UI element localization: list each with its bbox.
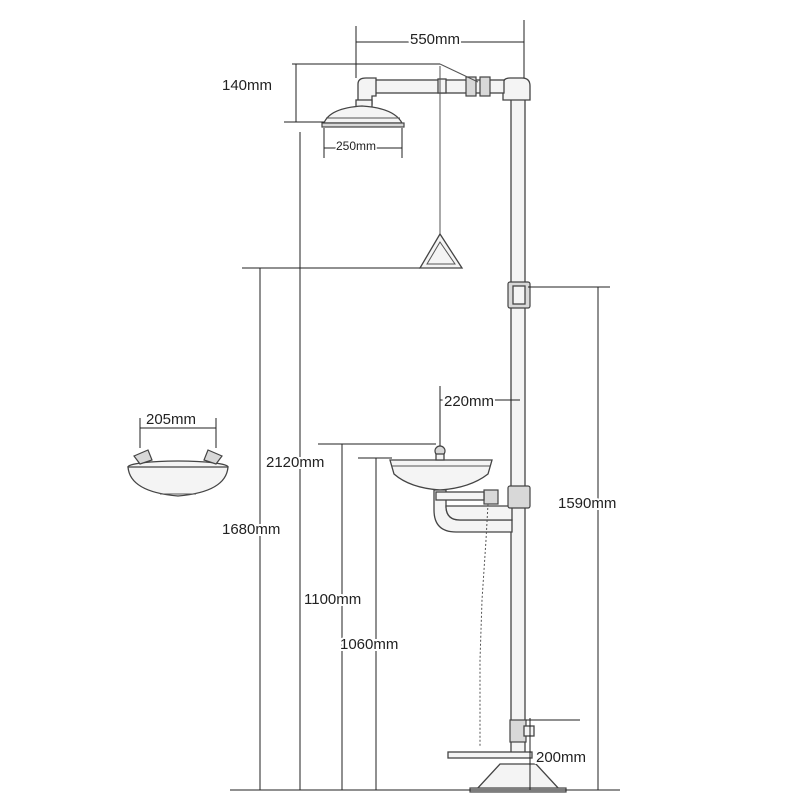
shower-drop	[355, 77, 377, 109]
bowl-top-view	[127, 449, 229, 497]
label-1590mm: 1590mm	[558, 495, 616, 512]
shower-arm	[369, 63, 505, 97]
label-200mm: 200mm	[536, 749, 586, 766]
base-plate	[469, 763, 567, 793]
label-140mm: 140mm	[222, 77, 272, 94]
pedal-chain	[479, 503, 489, 746]
label-2120mm: 2120mm	[266, 454, 324, 471]
shower-head	[321, 105, 405, 128]
label-250mm: 250mm	[336, 139, 376, 153]
dimension-labels: 550mm 140mm 250mm 220mm 205mm 2120mm 168…	[146, 29, 618, 768]
shower-valve	[507, 281, 531, 309]
lower-valve	[509, 719, 535, 743]
shower-station	[127, 63, 567, 793]
label-1100mm: 1100mm	[304, 591, 361, 608]
main-pipe	[510, 95, 526, 757]
label-550mm: 550mm	[410, 31, 460, 48]
pull-handle	[418, 66, 464, 269]
dimension-lines	[139, 20, 620, 791]
label-1680mm: 1680mm	[222, 521, 280, 538]
drain-pipe	[433, 489, 513, 533]
foot-pedal	[447, 751, 533, 759]
label-205mm: 205mm	[146, 411, 196, 428]
label-220mm: 220mm	[444, 393, 494, 410]
eyewash-valve	[435, 485, 531, 509]
eyewash-bowl	[389, 445, 493, 491]
label-1060mm: 1060mm	[340, 636, 398, 653]
top-elbow	[502, 77, 531, 101]
